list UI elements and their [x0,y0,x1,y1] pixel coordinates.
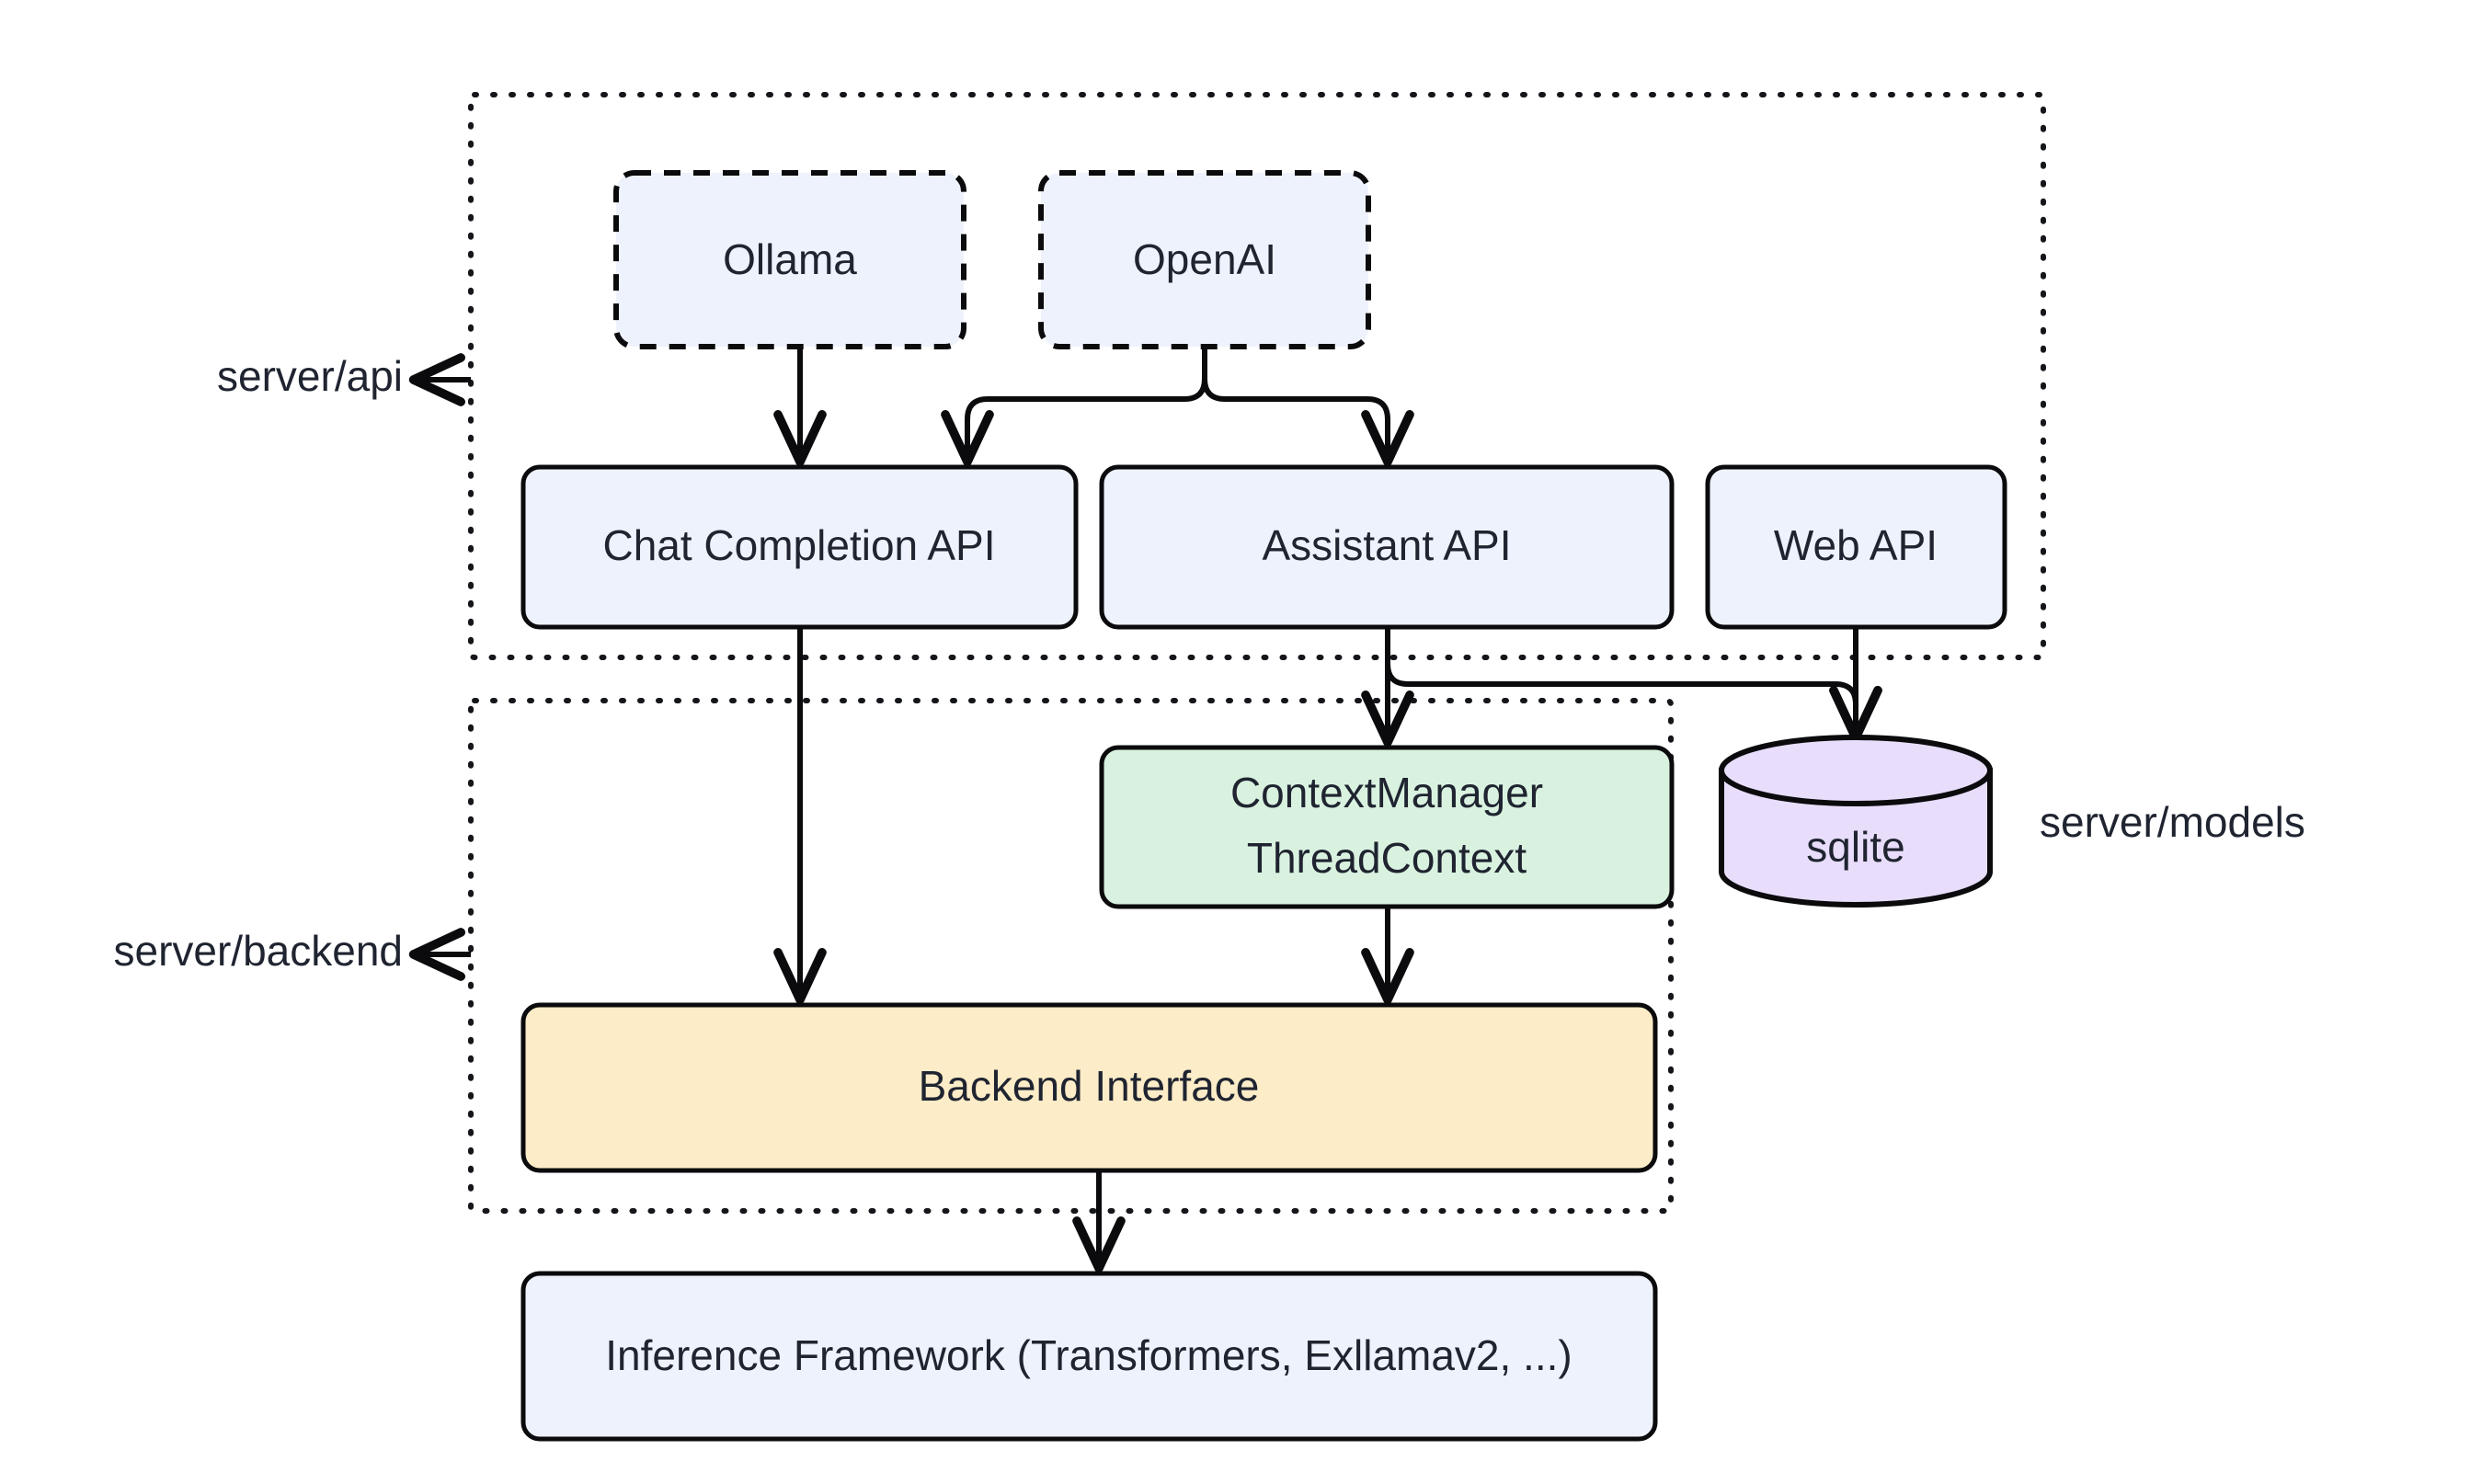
node-sqlite-body[interactable] [1719,768,1993,908]
node-sqlite[interactable]: sqlite [1719,735,1993,908]
node-context-manager-shape[interactable] [1099,745,1675,909]
node-chat-completion-api-shape[interactable] [520,464,1079,630]
node-ollama[interactable]: Ollama [613,170,966,349]
node-openai-shape[interactable] [1038,170,1371,349]
edge-openai-to-chat-completion-api [941,347,1207,467]
node-chat-completion-api[interactable]: Chat Completion API [520,464,1079,630]
node-context-manager-label-line1: ContextManager [1230,769,1543,816]
node-inference-framework[interactable]: Inference Framework (Transformers, Exlla… [520,1271,1658,1442]
node-sqlite-top[interactable] [1719,735,1993,806]
node-sqlite-label: sqlite [1806,823,1904,871]
node-assistant-api-shape[interactable] [1099,464,1675,630]
node-context-manager[interactable]: ContextManager ThreadContext [1099,745,1675,909]
node-inference-framework-shape[interactable] [520,1271,1658,1442]
edge-openai-to-assistant-api [1202,347,1414,467]
group-container-server-backend [468,698,1674,1214]
node-openai[interactable]: OpenAI [1038,170,1371,349]
node-assistant-api-label: Assistant API [1262,521,1511,569]
node-backend-interface[interactable]: Backend Interface [520,1002,1658,1173]
node-web-api-shape[interactable] [1705,464,2007,630]
node-assistant-api[interactable]: Assistant API [1099,464,1675,630]
node-backend-interface-shape[interactable] [520,1002,1658,1173]
node-inference-framework-label: Inference Framework (Transformers, Exlla… [605,1331,1572,1379]
group-label-server-models: server/models [2040,798,2305,846]
node-web-api[interactable]: Web API [1705,464,2007,630]
edge-assistant-api-to-sqlite [1385,627,1882,743]
group-label-server-backend: server/backend [114,927,404,975]
node-backend-interface-label: Backend Interface [919,1062,1260,1110]
node-web-api-label: Web API [1774,521,1938,569]
node-ollama-shape[interactable] [613,170,966,349]
node-ollama-label: Ollama [723,235,857,283]
group-label-server-api: server/api [217,352,403,400]
node-context-manager-label-line2: ThreadContext [1247,834,1527,882]
node-openai-label: OpenAI [1133,235,1276,283]
node-chat-completion-api-label: Chat Completion API [602,521,995,569]
